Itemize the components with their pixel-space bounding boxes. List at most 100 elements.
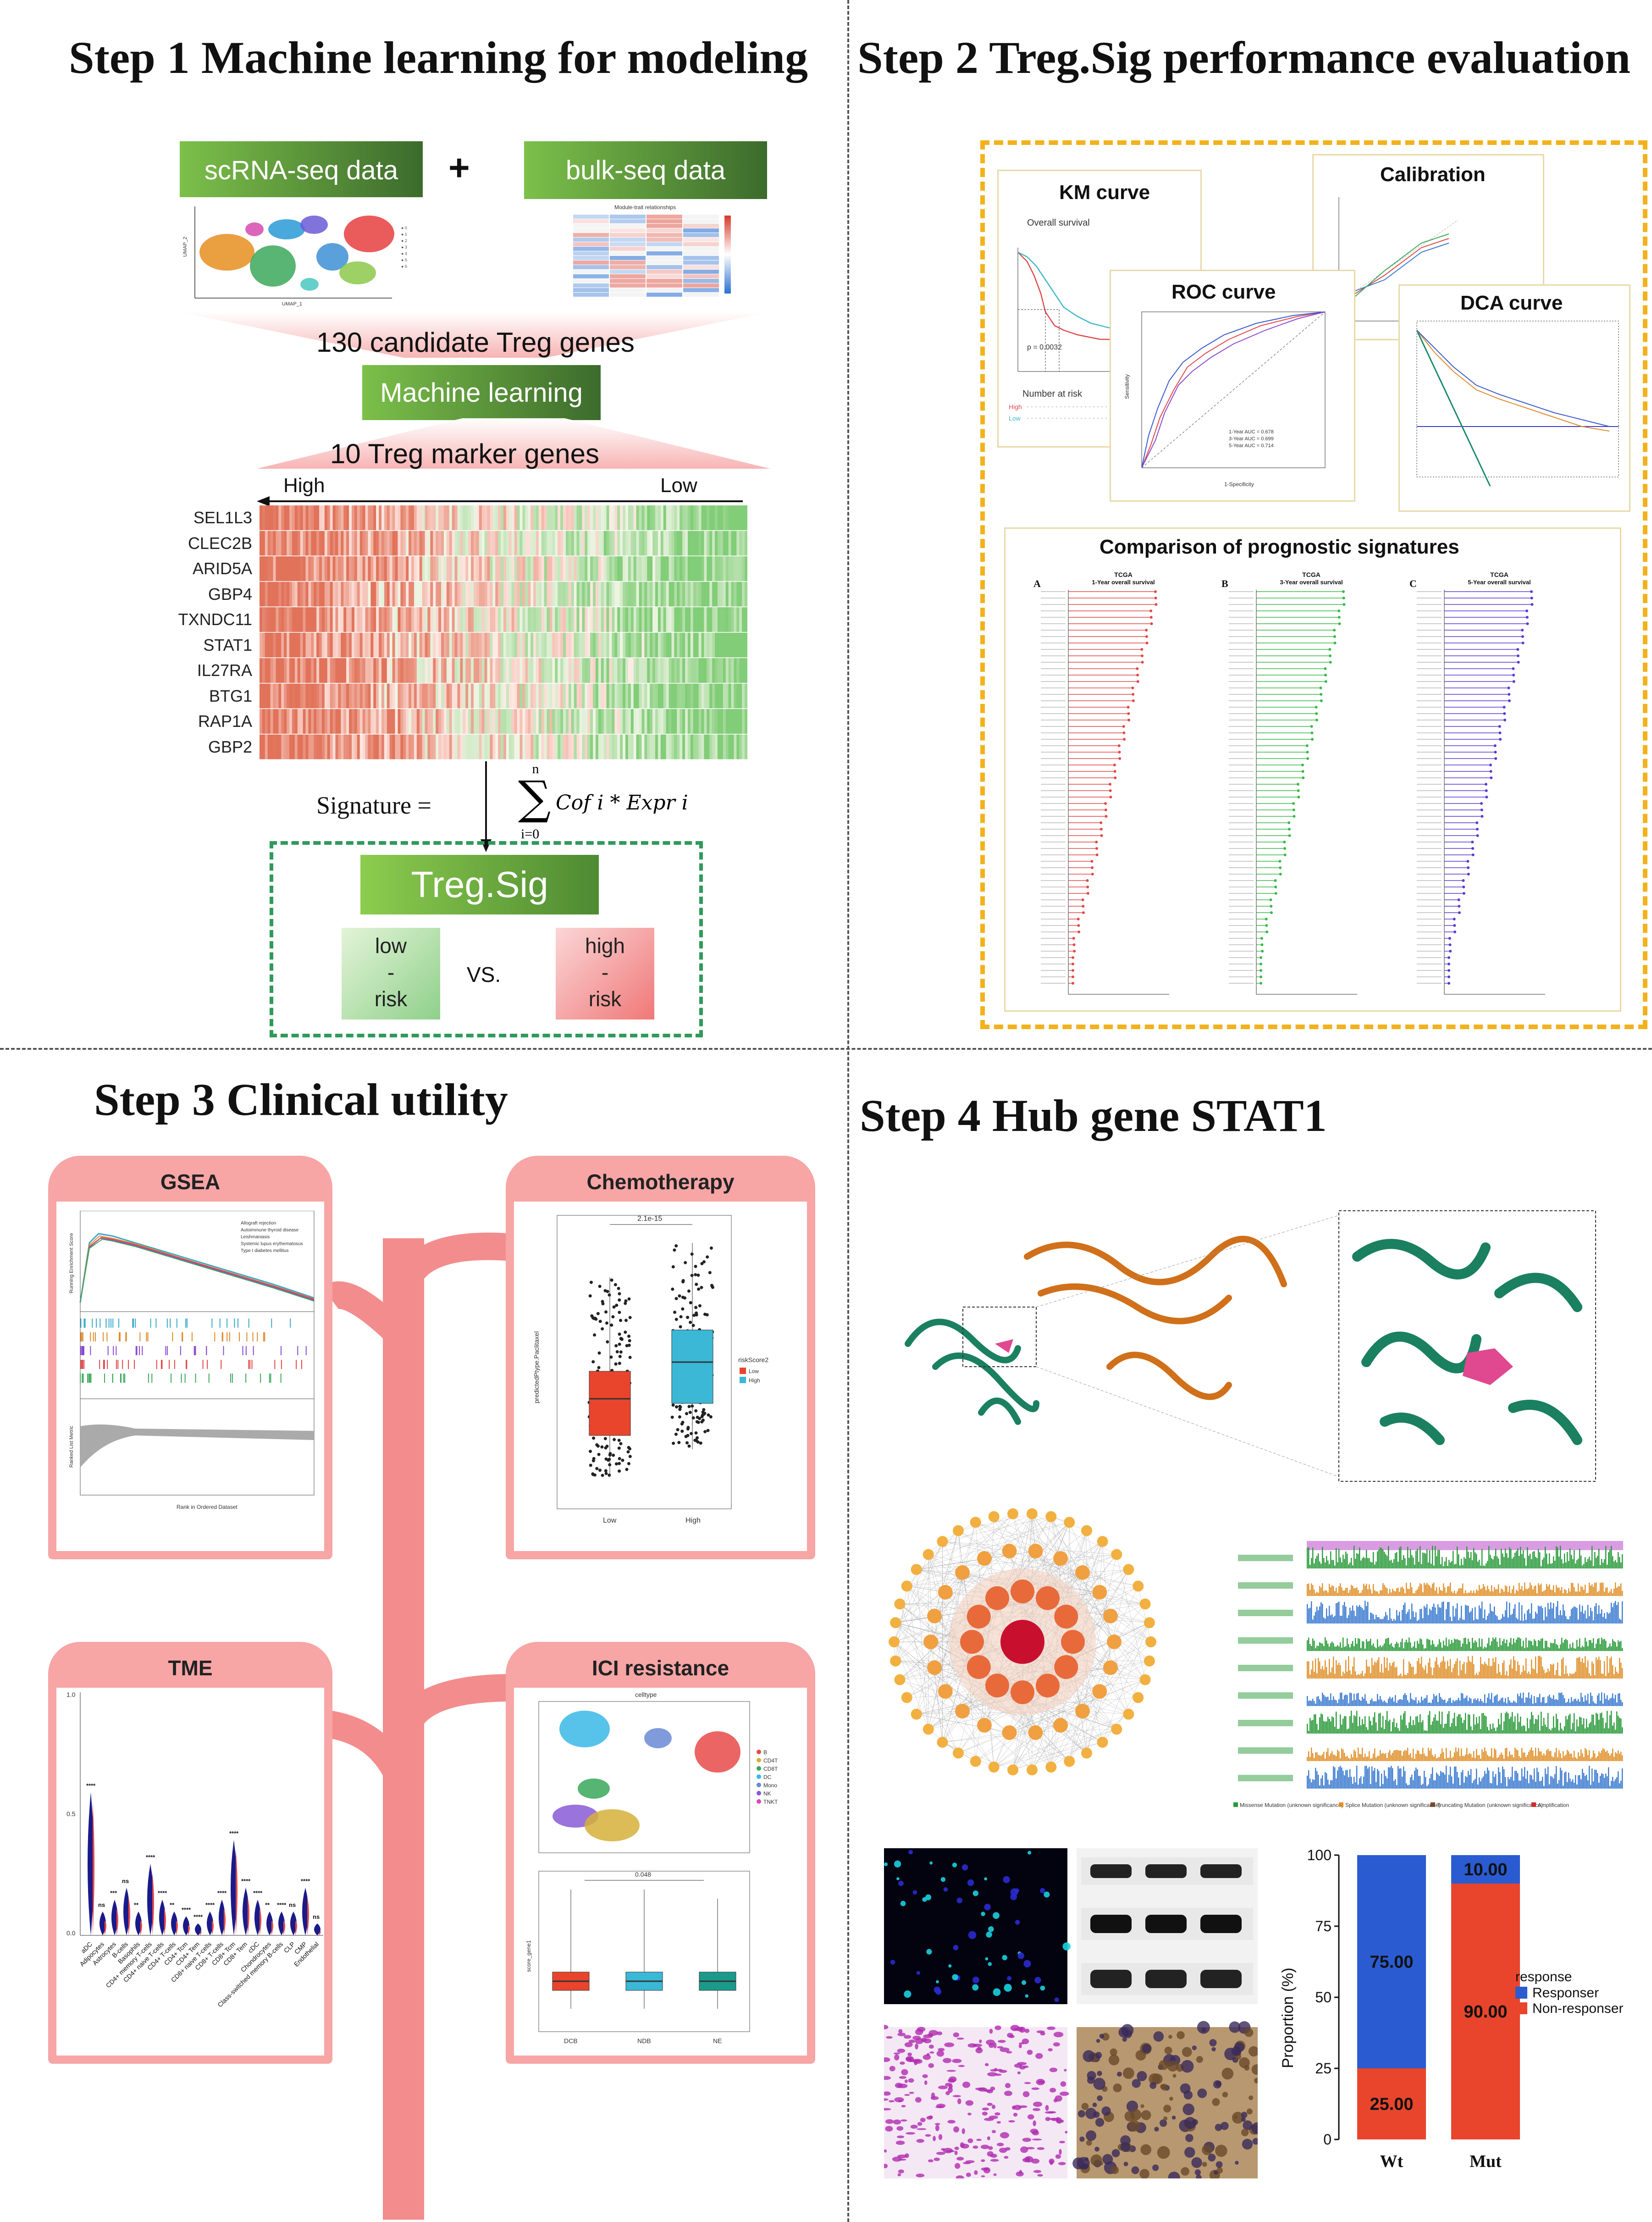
svg-text:****: **** (253, 1890, 263, 1896)
x-category-label: Mut (1470, 2152, 1502, 2171)
chemo-group-high: High (685, 1517, 701, 1524)
umap-xlabel: UMAP_1 (282, 301, 302, 307)
gene-label: CLEC2B (188, 533, 252, 553)
treg-sig-label: Treg.Sig (360, 855, 599, 914)
roc-plot: 1-Year AUC = 0.678 3-Year AUC = 0.699 5-… (1124, 311, 1326, 488)
bar-segment (1357, 1855, 1426, 2068)
bar-value-label: 90.00 (1464, 2002, 1507, 2022)
y-tick-label: 0 (1323, 2131, 1332, 2148)
gene-label: STAT1 (203, 635, 252, 654)
bar-ylabel: Proportion (%) (1279, 1967, 1297, 2068)
bar-legend-title: response (1515, 1969, 1572, 1984)
svg-text:**: ** (170, 1901, 175, 1908)
bar-segment (1451, 1855, 1520, 1884)
chemotherapy-title: Chemotherapy (586, 1170, 735, 1194)
svg-text:****: **** (158, 1890, 167, 1896)
candidate-genes-label: 130 candidate Treg genes (316, 327, 635, 358)
svg-text:CD4T: CD4T (763, 1757, 778, 1764)
dca-plot (1416, 321, 1619, 487)
chemo-group-low: Low (603, 1517, 617, 1524)
gradient-arrow (257, 496, 743, 506)
ici-title: ICI resistance (591, 1656, 729, 1680)
chemo-ylabel: predictedPtype.Paclitaxel (533, 1331, 540, 1403)
gene-label: ARID5A (192, 559, 252, 578)
svg-text:0.0: 0.0 (66, 1929, 76, 1937)
mut-legend-4: Amplification (1538, 1802, 1569, 1808)
step4-title: Step 4 Hub gene STAT1 (860, 1090, 1327, 1141)
gene-label: GBP4 (208, 584, 252, 604)
svg-text:ns: ns (313, 1913, 320, 1920)
bar-legend-nonresponser: Non-responser (1532, 2001, 1623, 2016)
bar-value-label: 75.00 (1370, 1953, 1413, 1972)
gsea-legend-1: Allograft rejection (241, 1221, 276, 1226)
ici-ylabel: score_gene1 (525, 1940, 532, 1972)
ppi-network (889, 1508, 1156, 1776)
x-category-label: Wt (1380, 2152, 1403, 2171)
umap-ylabel: UMAP_2 (182, 237, 188, 257)
gsea-xlabel: Rank in Ordered Dataset (177, 1504, 238, 1510)
scrna-seq-label: scRNA-seq data (180, 141, 423, 199)
y-tick-label: 25 (1315, 2060, 1332, 2077)
svg-text:Mono: Mono (763, 1782, 777, 1789)
svg-text:****: **** (301, 1878, 310, 1884)
roc-ylabel: Sensitivity (1124, 374, 1130, 399)
step2-title: Step 2 Treg.Sig performance evaluation (857, 32, 1630, 83)
legend-swatch-nonresponser (1515, 2002, 1527, 2014)
svg-text:****: **** (241, 1878, 251, 1884)
roc-xlabel: 1-Specificity (1224, 481, 1254, 488)
roc-legend-3: 5-Year AUC = 0.714 (1229, 443, 1274, 449)
low-risk-line3: risk (374, 987, 408, 1011)
sum-symbol: ∑ (518, 771, 551, 825)
svg-text:TCGA: TCGA (1114, 571, 1133, 578)
svg-text:TNKT: TNKT (763, 1799, 778, 1805)
svg-text:****: **** (193, 1913, 203, 1920)
high-risk-line1: high (585, 934, 625, 958)
vs-label: VS. (467, 963, 501, 986)
svg-text:****: **** (217, 1890, 227, 1896)
ici-pvalue: 0.048 (635, 1871, 651, 1878)
svg-text:****: **** (205, 1901, 215, 1908)
svg-text:0.5: 0.5 (66, 1810, 76, 1817)
bar-value-label: 10.00 (1464, 1860, 1507, 1879)
svg-text:1.0: 1.0 (66, 1691, 76, 1698)
low-risk-line2: - (387, 960, 395, 984)
comparison-title: Comparison of prognostic signatures (1099, 536, 1459, 558)
y-tick-label: 75 (1315, 1918, 1332, 1934)
high-risk-line3: risk (588, 987, 622, 1011)
step3-title: Step 3 Clinical utility (94, 1074, 508, 1125)
experiment-images (884, 1848, 1258, 2178)
formula-body: Cof i * Expr i (556, 791, 688, 815)
svg-text:● 5: ● 5 (401, 258, 407, 262)
svg-text:****: **** (86, 1782, 96, 1789)
chemo-legend-high: High (749, 1377, 760, 1384)
roc-title: ROC curve (1171, 281, 1276, 303)
gsea-legend-2: Autoimmune thyroid disease (241, 1228, 299, 1233)
legend-swatch-responser (1515, 1987, 1527, 1999)
umap-thumbnail: ● 0● 1● 2● 3● 4● 5● 6 UMAP_1 UMAP_2 (177, 197, 424, 307)
gene-label: SEL1L3 (193, 508, 252, 527)
chemotherapy-boxplot: 2.1e-15 Low High predictedPtype.Paclitax… (533, 1215, 768, 1524)
svg-text:TCGA: TCGA (1490, 571, 1508, 578)
svg-text:● 1: ● 1 (401, 232, 407, 237)
km-title: KM curve (1059, 181, 1150, 204)
low-risk-line1: low (375, 934, 407, 958)
module-trait-heatmap: Module-trait relationships (573, 204, 731, 297)
svg-text:NK: NK (763, 1790, 771, 1797)
tme-card: TME (48, 1642, 332, 2064)
dca-title: DCA curve (1460, 292, 1563, 314)
gsea-ylabel2: Ranked List Metric (69, 1425, 74, 1468)
gsea-title: GSEA (160, 1170, 221, 1194)
calibration-title: Calibration (1380, 163, 1486, 186)
signature-label: Signature = (316, 792, 431, 819)
svg-text:High: High (1009, 403, 1022, 410)
expression-heatmap (260, 505, 747, 759)
chemo-pvalue: 2.1e-15 (637, 1215, 662, 1223)
gsea-legend-4: Systemic lupus erythematosus (241, 1241, 303, 1247)
gsea-plot: Allograft rejection Autoimmune thyroid d… (69, 1211, 315, 1510)
chemo-legend-low: Low (749, 1368, 759, 1374)
ici-group-3: NE (713, 2037, 722, 2045)
svg-text:5-Year overall survival: 5-Year overall survival (1468, 579, 1530, 586)
sum-upper: n (532, 761, 539, 776)
svg-text:● 2: ● 2 (401, 238, 407, 243)
